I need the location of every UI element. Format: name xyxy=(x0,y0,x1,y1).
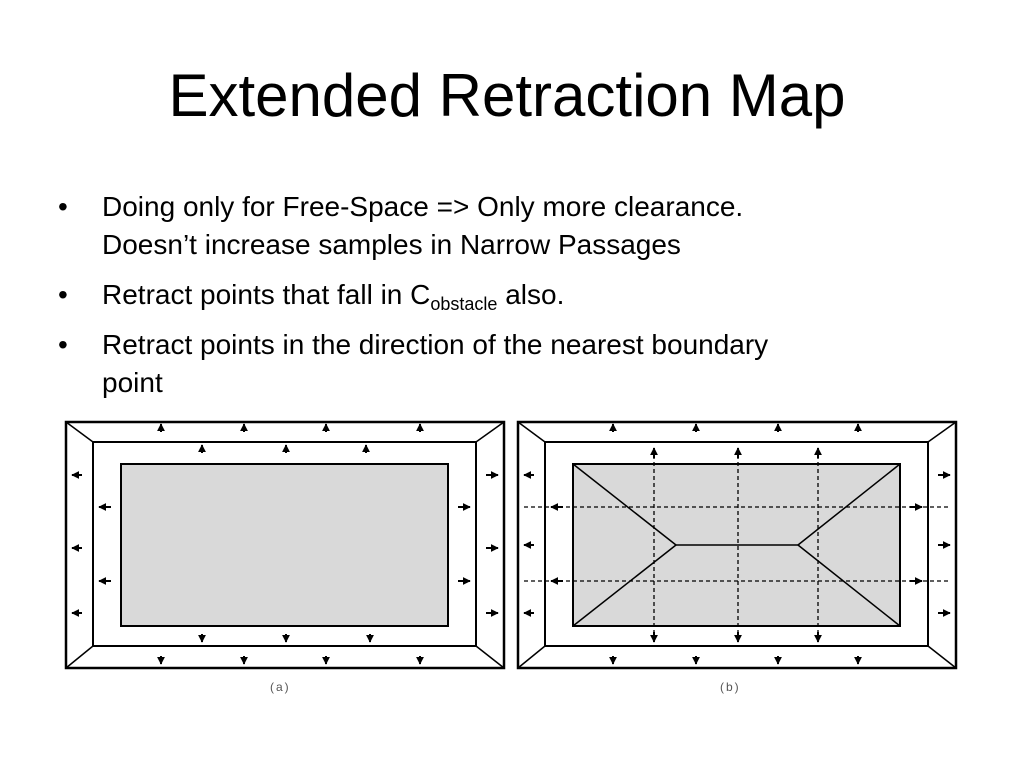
bullet-marker: • xyxy=(58,279,68,310)
bullet-text-continued: Doesn’t increase samples in Narrow Passa… xyxy=(102,229,681,260)
bullet-marker: • xyxy=(58,191,68,222)
bullet-text: Doing only for Free-Space => Only more c… xyxy=(102,191,744,222)
obstacle xyxy=(120,463,449,627)
medial-axis xyxy=(572,463,901,627)
slide-title: Extended Retraction Map xyxy=(168,62,846,129)
corner-diagonal xyxy=(927,421,957,443)
retraction-paths xyxy=(524,448,950,642)
bullet-item: • Retract points in the direction of the… xyxy=(58,326,938,402)
inner-boundary xyxy=(544,441,929,647)
corner-diagonal xyxy=(65,645,94,669)
figure-caption-b: (b) xyxy=(720,680,741,694)
figure-extended-retraction xyxy=(516,420,958,670)
inner-boundary xyxy=(92,441,477,647)
retraction-arrows xyxy=(71,423,499,665)
bullet-item: • Retract points that fall in Cobstacle … xyxy=(58,276,938,314)
corner-diagonal xyxy=(475,645,505,669)
bullet-list: • Doing only for Free-Space => Only more… xyxy=(58,188,938,414)
bullet-text-continued: point xyxy=(102,367,163,398)
bullet-marker: • xyxy=(58,329,68,360)
corner-diagonal xyxy=(517,645,546,669)
corner-diagonal xyxy=(517,421,546,443)
bullet-text: Retract points in the direction of the n… xyxy=(102,329,769,360)
figure-free-space-retraction xyxy=(64,420,506,670)
bullet-text: Retract points that fall in C xyxy=(102,279,431,310)
corner-diagonal xyxy=(927,645,957,669)
retraction-arrows xyxy=(523,423,951,665)
corner-diagonal xyxy=(475,421,505,443)
corner-diagonal xyxy=(65,421,94,443)
bullet-text-after: also. xyxy=(497,279,565,310)
bullet-subscript: obstacle xyxy=(430,294,498,314)
bullet-item: • Doing only for Free-Space => Only more… xyxy=(58,188,938,264)
figure-caption-a: (a) xyxy=(270,680,291,694)
